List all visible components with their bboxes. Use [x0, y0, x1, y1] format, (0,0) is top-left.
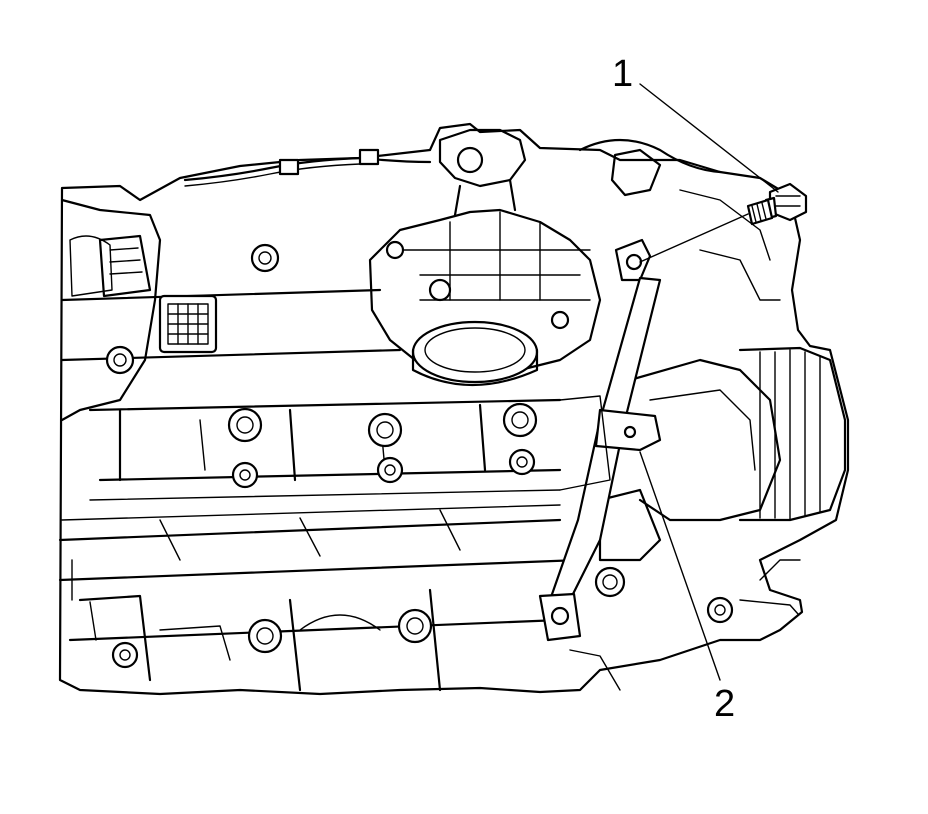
casting-details [71, 189, 801, 691]
electrical-connector [98, 234, 218, 354]
callout-leaders [639, 83, 779, 681]
bolt-bosses [105, 243, 734, 669]
bolt [639, 182, 808, 263]
callout-2-label: 2 [714, 683, 735, 725]
wiring-harness [183, 138, 722, 187]
callouts: 1 2 [612, 53, 735, 725]
oil-cooler-housing [598, 346, 847, 562]
throttle-body [368, 128, 662, 387]
callout-1-label: 1 [612, 53, 633, 95]
engine-block [58, 122, 850, 696]
